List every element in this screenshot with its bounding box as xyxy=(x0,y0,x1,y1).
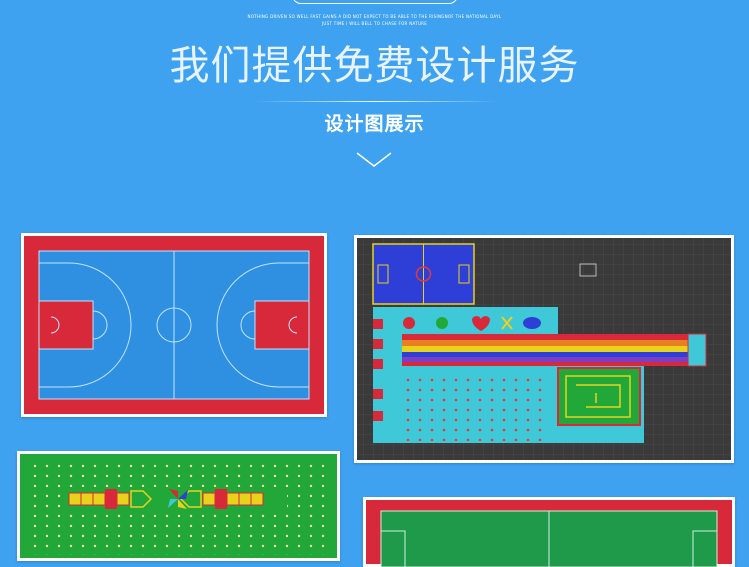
green-game-court-design[interactable] xyxy=(17,451,340,561)
playground-grid-design[interactable] xyxy=(354,235,734,463)
green-football-court-design[interactable] xyxy=(363,497,735,567)
chevron-down-icon xyxy=(356,152,392,167)
title-divider xyxy=(254,101,498,102)
green-football-court-image xyxy=(366,500,732,567)
top-pill-decoration xyxy=(292,0,458,4)
basketball-court-design[interactable] xyxy=(21,233,327,417)
pinwheel-icon xyxy=(168,489,188,509)
page-title: 我们提供免费设计服务 xyxy=(169,43,580,89)
header-tagline-line2: JUST TIME I WILL BELL TO CHASE FOR NATUR… xyxy=(321,21,428,26)
playground-grid-image xyxy=(357,238,731,460)
header-tagline-line1: NOTHING DRIVEN SO WELL FAST GAINS A DID … xyxy=(247,14,502,19)
section-subtitle: 设计图展示 xyxy=(324,113,425,135)
basketball-court-image xyxy=(24,236,324,414)
green-game-court-image xyxy=(20,454,337,558)
